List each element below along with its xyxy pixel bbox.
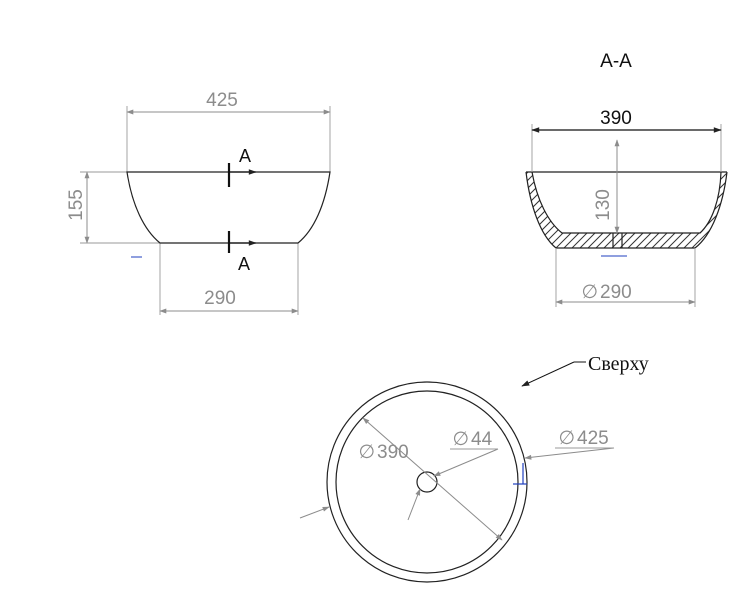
dim-drain-symbol: ∅ — [452, 429, 469, 450]
hatch-line — [647, 172, 727, 248]
hatch-line — [575, 172, 672, 248]
dim-depth: 130 — [593, 189, 614, 221]
dim-line-outer-diameter — [299, 506, 330, 519]
hatch-line — [695, 172, 727, 248]
hatch-line — [599, 172, 696, 248]
dim-line-inner-diameter — [362, 417, 503, 541]
section-view: A-A 390 130 ∅ 290 — [525, 51, 750, 307]
section-outer-profile — [525, 171, 728, 249]
dim-base-diameter-symbol: ∅ — [581, 282, 598, 303]
hatch-line — [526, 172, 584, 248]
hatch-line — [679, 172, 727, 248]
dim-inner-width: 390 — [600, 108, 632, 129]
hatch-line — [567, 172, 664, 248]
front-view: 425 155 290 A A — [66, 90, 331, 315]
hatch-line — [623, 172, 720, 248]
hatch-line — [703, 172, 727, 248]
hatch-line — [671, 172, 727, 248]
hatch-line — [615, 172, 712, 248]
section-inner-profile — [531, 171, 722, 234]
hatch-line — [663, 172, 727, 248]
hatch-line — [526, 172, 600, 248]
section-mark-top-label: A — [239, 146, 251, 166]
outer-rim-circle — [326, 381, 528, 583]
hatch-line — [526, 172, 552, 248]
section-title: A-A — [600, 51, 632, 72]
dim-outer-diameter: 425 — [577, 428, 609, 449]
dim-drain-diameter: 44 — [471, 429, 493, 450]
hatch-line — [526, 172, 592, 248]
dim-line-drain-tail — [407, 488, 421, 521]
bowl-profile — [126, 171, 331, 244]
hatch-line — [655, 172, 727, 248]
dim-height: 155 — [66, 189, 87, 221]
dim-base-width: 290 — [204, 288, 236, 309]
inner-bowl-circle — [335, 390, 519, 574]
dim-base-diameter: 290 — [600, 282, 632, 303]
dim-inner-diameter: 390 — [377, 442, 409, 463]
hatch-line — [728, 165, 750, 260]
top-view-label: Сверху — [588, 353, 649, 375]
dim-inner-diameter-symbol: ∅ — [358, 442, 375, 463]
hatch-line — [526, 172, 536, 248]
hatch-line — [543, 172, 640, 248]
top-view: Сверху ∅ 390 ∅ 44 ∅ 425 — [299, 353, 649, 583]
dim-line-drain — [433, 448, 499, 477]
dim-outer-symbol: ∅ — [558, 428, 575, 449]
dim-top-width: 425 — [206, 90, 238, 111]
hatch-line — [526, 172, 544, 248]
hatch-line — [744, 165, 750, 260]
hatch-line — [736, 165, 750, 260]
dim-line-outer-diameter-right — [524, 447, 615, 460]
top-view-arrow — [521, 361, 575, 387]
section-mark-bottom-label: A — [238, 254, 250, 274]
hatch-line — [526, 172, 560, 248]
hatch-line — [719, 172, 727, 248]
